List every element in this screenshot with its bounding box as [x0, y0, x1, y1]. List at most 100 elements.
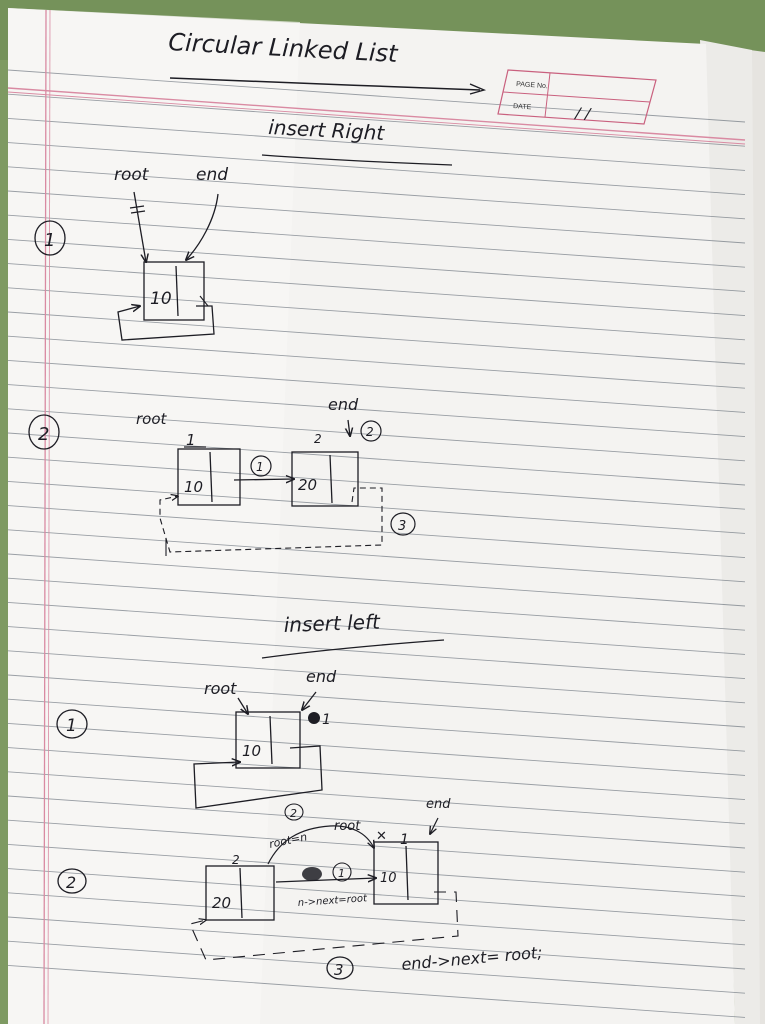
node-left-divider — [239, 867, 243, 919]
scratched-mark: ✕ — [376, 829, 387, 844]
ruled-line — [7, 964, 746, 1018]
step3: 3 — [398, 519, 406, 534]
label-end: end — [196, 165, 228, 185]
ruled-line — [7, 263, 746, 317]
root-pointer-arrow — [133, 191, 146, 262]
page-no-label: PAGE No. — [516, 81, 548, 90]
node2-divider — [329, 454, 333, 504]
scribbled-mark — [302, 867, 322, 881]
title-underline-arrow — [469, 83, 487, 95]
ruled-line — [7, 69, 746, 123]
left-margin-line-2 — [47, 9, 51, 1024]
node-right-box — [373, 841, 439, 905]
header-margin-line — [7, 87, 746, 141]
ruled-line — [7, 916, 746, 970]
insert-right-case-1: 1 root end 10 — [34, 165, 228, 341]
ruled-line — [7, 747, 746, 801]
ruled-line — [7, 238, 746, 292]
label-root: root — [136, 410, 168, 428]
end-pointer-arrow — [430, 817, 439, 834]
node-divider — [269, 715, 273, 765]
date-value: / / — [573, 104, 593, 123]
end-pointer-arrow — [348, 419, 350, 436]
heading-insert-left: insert left — [283, 610, 381, 637]
left-margin-line — [43, 9, 47, 1024]
case-number-circle — [34, 220, 66, 256]
case-number-circle — [56, 709, 88, 739]
ruled-line — [7, 650, 746, 704]
step2: 2 — [290, 807, 297, 820]
ruled-line — [7, 93, 746, 147]
form-border — [497, 69, 657, 125]
circular-link-arrow — [117, 306, 215, 341]
ruled-line — [7, 190, 746, 244]
ruled-line — [7, 674, 746, 728]
ruled-line — [7, 819, 746, 873]
case-number: 1 — [66, 716, 77, 736]
index-mark: 1 — [322, 712, 331, 728]
ruled-line — [7, 214, 746, 268]
node-left-index: 2 — [232, 853, 240, 867]
node2-value: 20 — [298, 476, 317, 494]
node-divider — [175, 265, 179, 317]
note-root: root — [334, 819, 361, 834]
step3: 3 — [334, 961, 344, 979]
insert-left-case-2: 2 end 1 ✕ 20 2 10 root=n root 2 1 n->nex… — [57, 797, 543, 980]
step2-circle — [284, 803, 304, 821]
node-right-value: 10 — [380, 871, 397, 886]
ruled-line — [7, 166, 746, 220]
node1-value: 10 — [184, 478, 203, 496]
case-number: 2 — [66, 873, 76, 892]
ruled-line — [7, 626, 746, 680]
node-right-index: 1 — [400, 832, 409, 848]
ruled-line — [7, 311, 746, 365]
form-divider — [502, 91, 651, 103]
ruled-line — [7, 771, 746, 825]
ruled-line — [7, 795, 746, 849]
ruled-lines — [7, 69, 746, 1018]
ruled-line — [7, 698, 746, 752]
ruled-line — [7, 843, 746, 897]
root-assign-curve — [267, 825, 374, 865]
step1-circle — [332, 862, 352, 882]
link-start-tick — [199, 295, 209, 307]
circular-link-arrow — [189, 891, 459, 961]
ruled-line — [7, 529, 746, 583]
node2-index: 2 — [314, 432, 322, 446]
ruled-line — [7, 408, 746, 462]
ruled-line — [7, 287, 746, 341]
step2-circle — [360, 420, 382, 442]
insert-right-case-2: 2 root end 1 2 2 10 20 1 3 — [28, 395, 416, 556]
label-end: end — [328, 395, 359, 414]
next-link-arrow — [275, 878, 376, 883]
step2: 2 — [366, 425, 374, 439]
ruled-line — [7, 384, 746, 438]
ruled-line — [7, 892, 746, 946]
ruled-line — [7, 480, 746, 534]
node-value: 10 — [150, 289, 172, 309]
root-pointer-tick-2 — [130, 210, 146, 214]
node-box — [143, 261, 205, 321]
heading-insert-left-underline — [261, 639, 445, 659]
circular-link-arrow — [159, 487, 383, 553]
case-number-circle — [57, 868, 87, 894]
step3-circle — [326, 956, 354, 980]
node1-index: 1 — [186, 431, 196, 449]
ruled-line — [7, 359, 746, 413]
form-column-divider — [544, 72, 551, 118]
page-date-form: PAGE No. DATE / / — [497, 69, 657, 125]
node1-box — [177, 448, 241, 506]
note-bottom: n->next=root — [297, 893, 368, 909]
scribbled-mark — [308, 712, 320, 724]
ruled-line — [7, 432, 746, 486]
node1-divider — [209, 451, 213, 503]
case-number-circle — [28, 414, 60, 450]
ruled-line — [7, 868, 746, 922]
node-box — [235, 711, 301, 769]
root-pointer-tick — [129, 205, 145, 209]
case-number: 2 — [38, 424, 49, 445]
ruled-line — [7, 335, 746, 389]
node-value: 10 — [242, 742, 261, 760]
circular-link-arrow — [193, 745, 323, 809]
